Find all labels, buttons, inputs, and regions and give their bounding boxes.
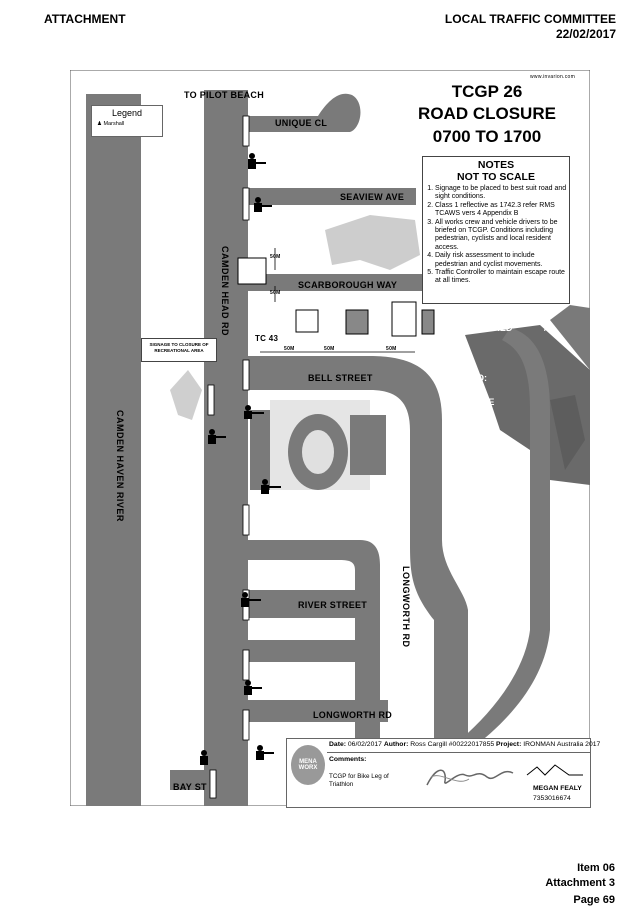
barrier-board [242,504,250,536]
river-street [248,590,358,618]
plan-header: TCGP 26 ROAD CLOSURE 0700 TO 1700 [402,82,572,148]
roundabout-island [302,430,334,474]
signer-phone: 7353016674 [533,795,571,802]
traffic-control-map: TO PILOT BEACH www.invarion.com TCGP 26 … [70,70,600,808]
notes-subtitle: NOT TO SCALE [457,171,535,183]
header-date: 22/02/2017 [555,27,616,41]
sign-board [345,309,369,335]
signature-scribble [426,769,514,786]
longworth-rd-east [460,328,550,750]
street-label-camden-head-rd: CAMDEN HEAD RD [220,246,230,336]
footer-attachment: Attachment 3 [545,877,615,889]
comments-text: TCGP for Bike Leg of Triathlon [329,773,389,788]
sign-board [237,257,267,285]
distance-label: 50M [386,346,397,352]
company-logo: MENA WORX [291,745,325,785]
signage-note: SIGNAGE TO CLOSURE OF RECREATIONAL AREA [141,338,217,362]
land-patch [170,370,202,420]
author: Ross Cargill #00222017855 [410,741,495,748]
date-modified-label: DATE MODIFIED [442,323,513,333]
header-committee: LOCAL TRAFFIC COMMITTEE [444,12,616,26]
distance-label: 50M [270,254,281,260]
bay-st [170,770,210,790]
plan-date: 06/02/2017 [347,741,382,748]
barrier-board [242,649,250,681]
barrier-board [242,709,250,741]
longworth-rd [248,700,388,722]
signer-signature [526,764,583,776]
date-label: Date: [329,741,346,748]
land-patch [325,215,420,270]
marshal-figures [200,153,281,765]
distance-label: 50M [324,346,335,352]
street-label-unique-cl: UNIQUE CL [275,118,328,128]
marshal-icon: ♟ [97,121,102,127]
barrier-board [242,359,250,391]
author-label: Author: [383,741,409,748]
title-block-rule [327,752,590,753]
distance-label: 50M [270,290,281,296]
street-label-scarborough-way: SCARBOROUGH WAY [298,280,398,290]
river-label: CAMDEN HAVEN RIVER [115,410,125,522]
plan-time: 0700 TO 1700 [432,127,542,146]
footer-item: Item 06 [577,862,615,874]
notes-box: NOTES NOT TO SCALE Signage to be placed … [422,156,570,304]
card-no-label: CARD NO: [442,373,487,383]
street-label-bell-street: BELL STREET [308,373,373,383]
street-label-river-street: RIVER STREET [298,600,368,610]
title-block-meta: Date: 06/02/2017 Author: Ross Cargill #0… [329,741,600,748]
street-label-seaview-ave: SEAVIEW AVE [340,192,405,202]
name-label: NAME: [442,348,472,358]
road-segment [250,410,270,490]
street-label-longworth-rd: LONGWORTH RD [401,566,411,648]
map-watermark: www.invarion.com [530,74,576,80]
road-segment [350,415,386,475]
east-land [465,325,590,485]
plan-id: TCGP 26 [451,82,523,101]
note-item: Signage to be placed to best suit road a… [435,185,569,202]
bell-street [248,356,468,760]
footer-page: Page 69 [573,894,615,906]
logo-text: MENA WORX [298,759,318,771]
signature-label: SIGNATURE [442,397,495,407]
distance-label: 50M [284,346,295,352]
notes-title: NOTES [477,159,515,171]
title-block: MENA WORX Date: 06/02/2017 Author: Ross … [286,738,600,808]
tc-label: TC 43 [255,334,279,343]
comments-label: Comments: [329,756,367,763]
street-label-bay-st: BAY ST [173,782,207,792]
unique-cl [248,93,361,132]
project-label: Project: [496,741,522,748]
notes-list: Signage to be placed to best suit road a… [423,185,569,286]
note-item: Traffic Controller to maintain escape ro… [435,269,569,286]
street-label-pilot-beach: TO PILOT BEACH [184,90,265,100]
date-modified-slashes: / / [544,323,552,333]
seaview-ave [248,188,416,205]
east-land [550,395,585,470]
barrier-board [242,187,250,221]
plan-title: ROAD CLOSURE [418,104,556,123]
legend-title: Legend [111,108,143,118]
longworth-link [248,640,368,662]
legend: Legend ♟ Marshall [91,105,163,137]
project: IRONMAN Australia 2017 [523,741,601,748]
sign-board [421,309,435,335]
barrier-board [242,115,250,147]
note-item: All works crew and vehicle drivers to be… [435,219,569,253]
camden-head-rd [204,90,248,806]
barrier-board [207,384,215,416]
river [86,94,141,806]
note-item: Daily risk assessment to include pedestr… [435,252,569,269]
scarborough-way [248,274,428,291]
legend-item: ♟ Marshall [97,121,162,127]
legend-item-label: Marshall [103,121,125,127]
barrier-board [209,769,217,799]
cyclist-sign [391,301,417,337]
sign-board [295,309,319,333]
header-attachment: ATTACHMENT [44,12,126,26]
signer-name: MEGAN FEALY [533,785,582,792]
street-label-longworth-rd-south: LONGWORTH RD [313,710,393,720]
east-land [550,305,590,370]
note-item: Class 1 reflective as 1742.3 refer RMS T… [435,202,569,219]
